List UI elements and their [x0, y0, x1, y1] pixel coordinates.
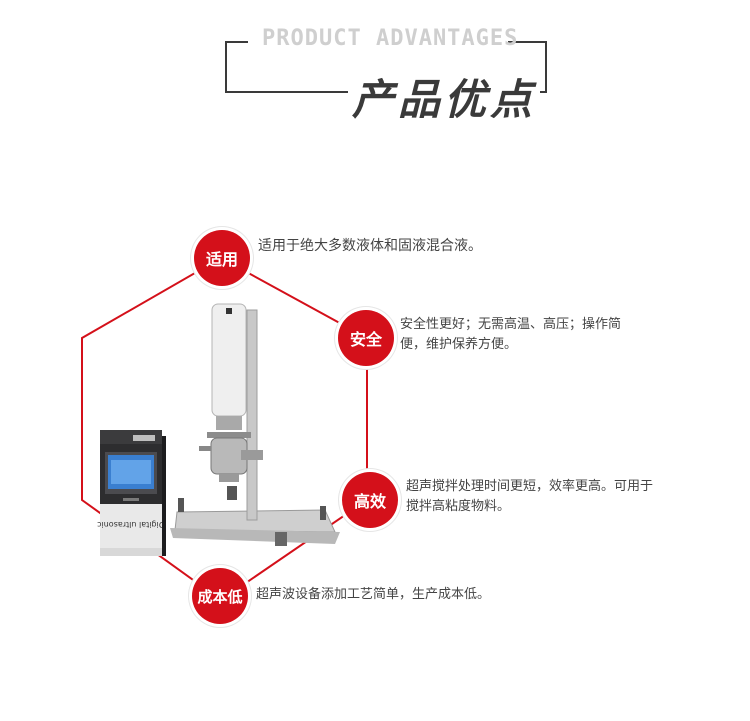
badge-low-cost: 成本低	[192, 568, 248, 624]
feature-applicable-text: 适用于绝大多数液体和固液混合液。	[258, 238, 482, 254]
reaction-vessel	[199, 432, 251, 482]
transducer	[211, 303, 247, 430]
badge-applicable: 适用	[194, 230, 250, 286]
header-en-title: PRODUCT ADVANTAGES	[262, 26, 519, 51]
feature-safety-text: 安全性更好；无需高温、高压；操作简便，维护保养方便。	[400, 317, 622, 352]
badge-efficient: 高效	[342, 472, 398, 528]
stand-base	[170, 486, 340, 546]
feature-low-cost-text: 超声波设备添加工艺简单，生产成本低。	[256, 587, 491, 602]
badge-safety: 安全	[338, 310, 394, 366]
header-frame	[225, 41, 547, 93]
device-brand-text: Digital ultrasonic	[97, 520, 165, 529]
feature-efficient-text: 超声搅拌处理时间更短，效率更高。可用于搅拌高粘度物料。	[406, 479, 654, 514]
ultrasonic-mixer-image: Digital ultrasonic	[97, 303, 340, 556]
generator-unit: Digital ultrasonic	[97, 430, 166, 556]
header-cn-title: 产品优点	[352, 75, 537, 124]
